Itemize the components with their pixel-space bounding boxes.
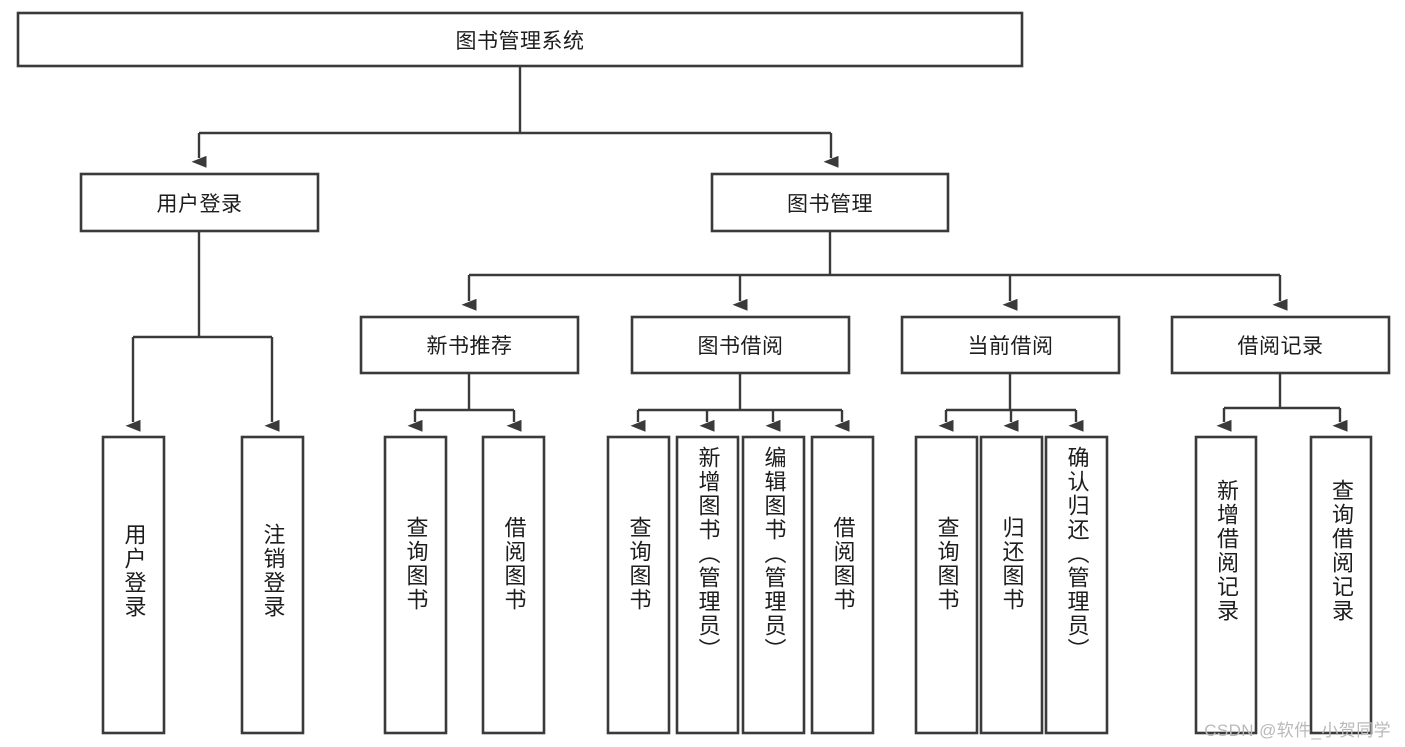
node-current-borrow-box[interactable] bbox=[900, 315, 1121, 375]
leaf-borrow-book-1-box[interactable] bbox=[481, 435, 546, 735]
node-book-borrow-box[interactable] bbox=[630, 315, 851, 375]
leaf-edit-book-box[interactable] bbox=[741, 435, 806, 735]
node-user-login-box[interactable] bbox=[79, 172, 320, 233]
node-borrow-record-box[interactable] bbox=[1170, 315, 1391, 375]
leaf-user-login-box[interactable] bbox=[101, 435, 166, 735]
leaf-add-record-box[interactable] bbox=[1194, 435, 1258, 735]
leaf-add-book-box[interactable] bbox=[675, 435, 740, 735]
leaf-query-book-1-box[interactable] bbox=[383, 435, 448, 735]
leaf-query-book-3-box[interactable] bbox=[914, 435, 979, 735]
leaf-query-record-box[interactable] bbox=[1309, 435, 1373, 735]
leaf-query-book-2-box[interactable] bbox=[606, 435, 671, 735]
node-root-box[interactable] bbox=[16, 11, 1024, 68]
node-new-book-recommend-box[interactable] bbox=[359, 315, 580, 375]
leaf-return-book-box[interactable] bbox=[979, 435, 1044, 735]
watermark-text: CSDN @软件_小贺同学 bbox=[1204, 721, 1391, 740]
node-book-management-box[interactable] bbox=[710, 172, 950, 233]
leaf-confirm-return-box[interactable] bbox=[1044, 435, 1109, 735]
leaf-user-logout-box[interactable] bbox=[240, 435, 305, 735]
leaf-borrow-book-2-box[interactable] bbox=[810, 435, 875, 735]
